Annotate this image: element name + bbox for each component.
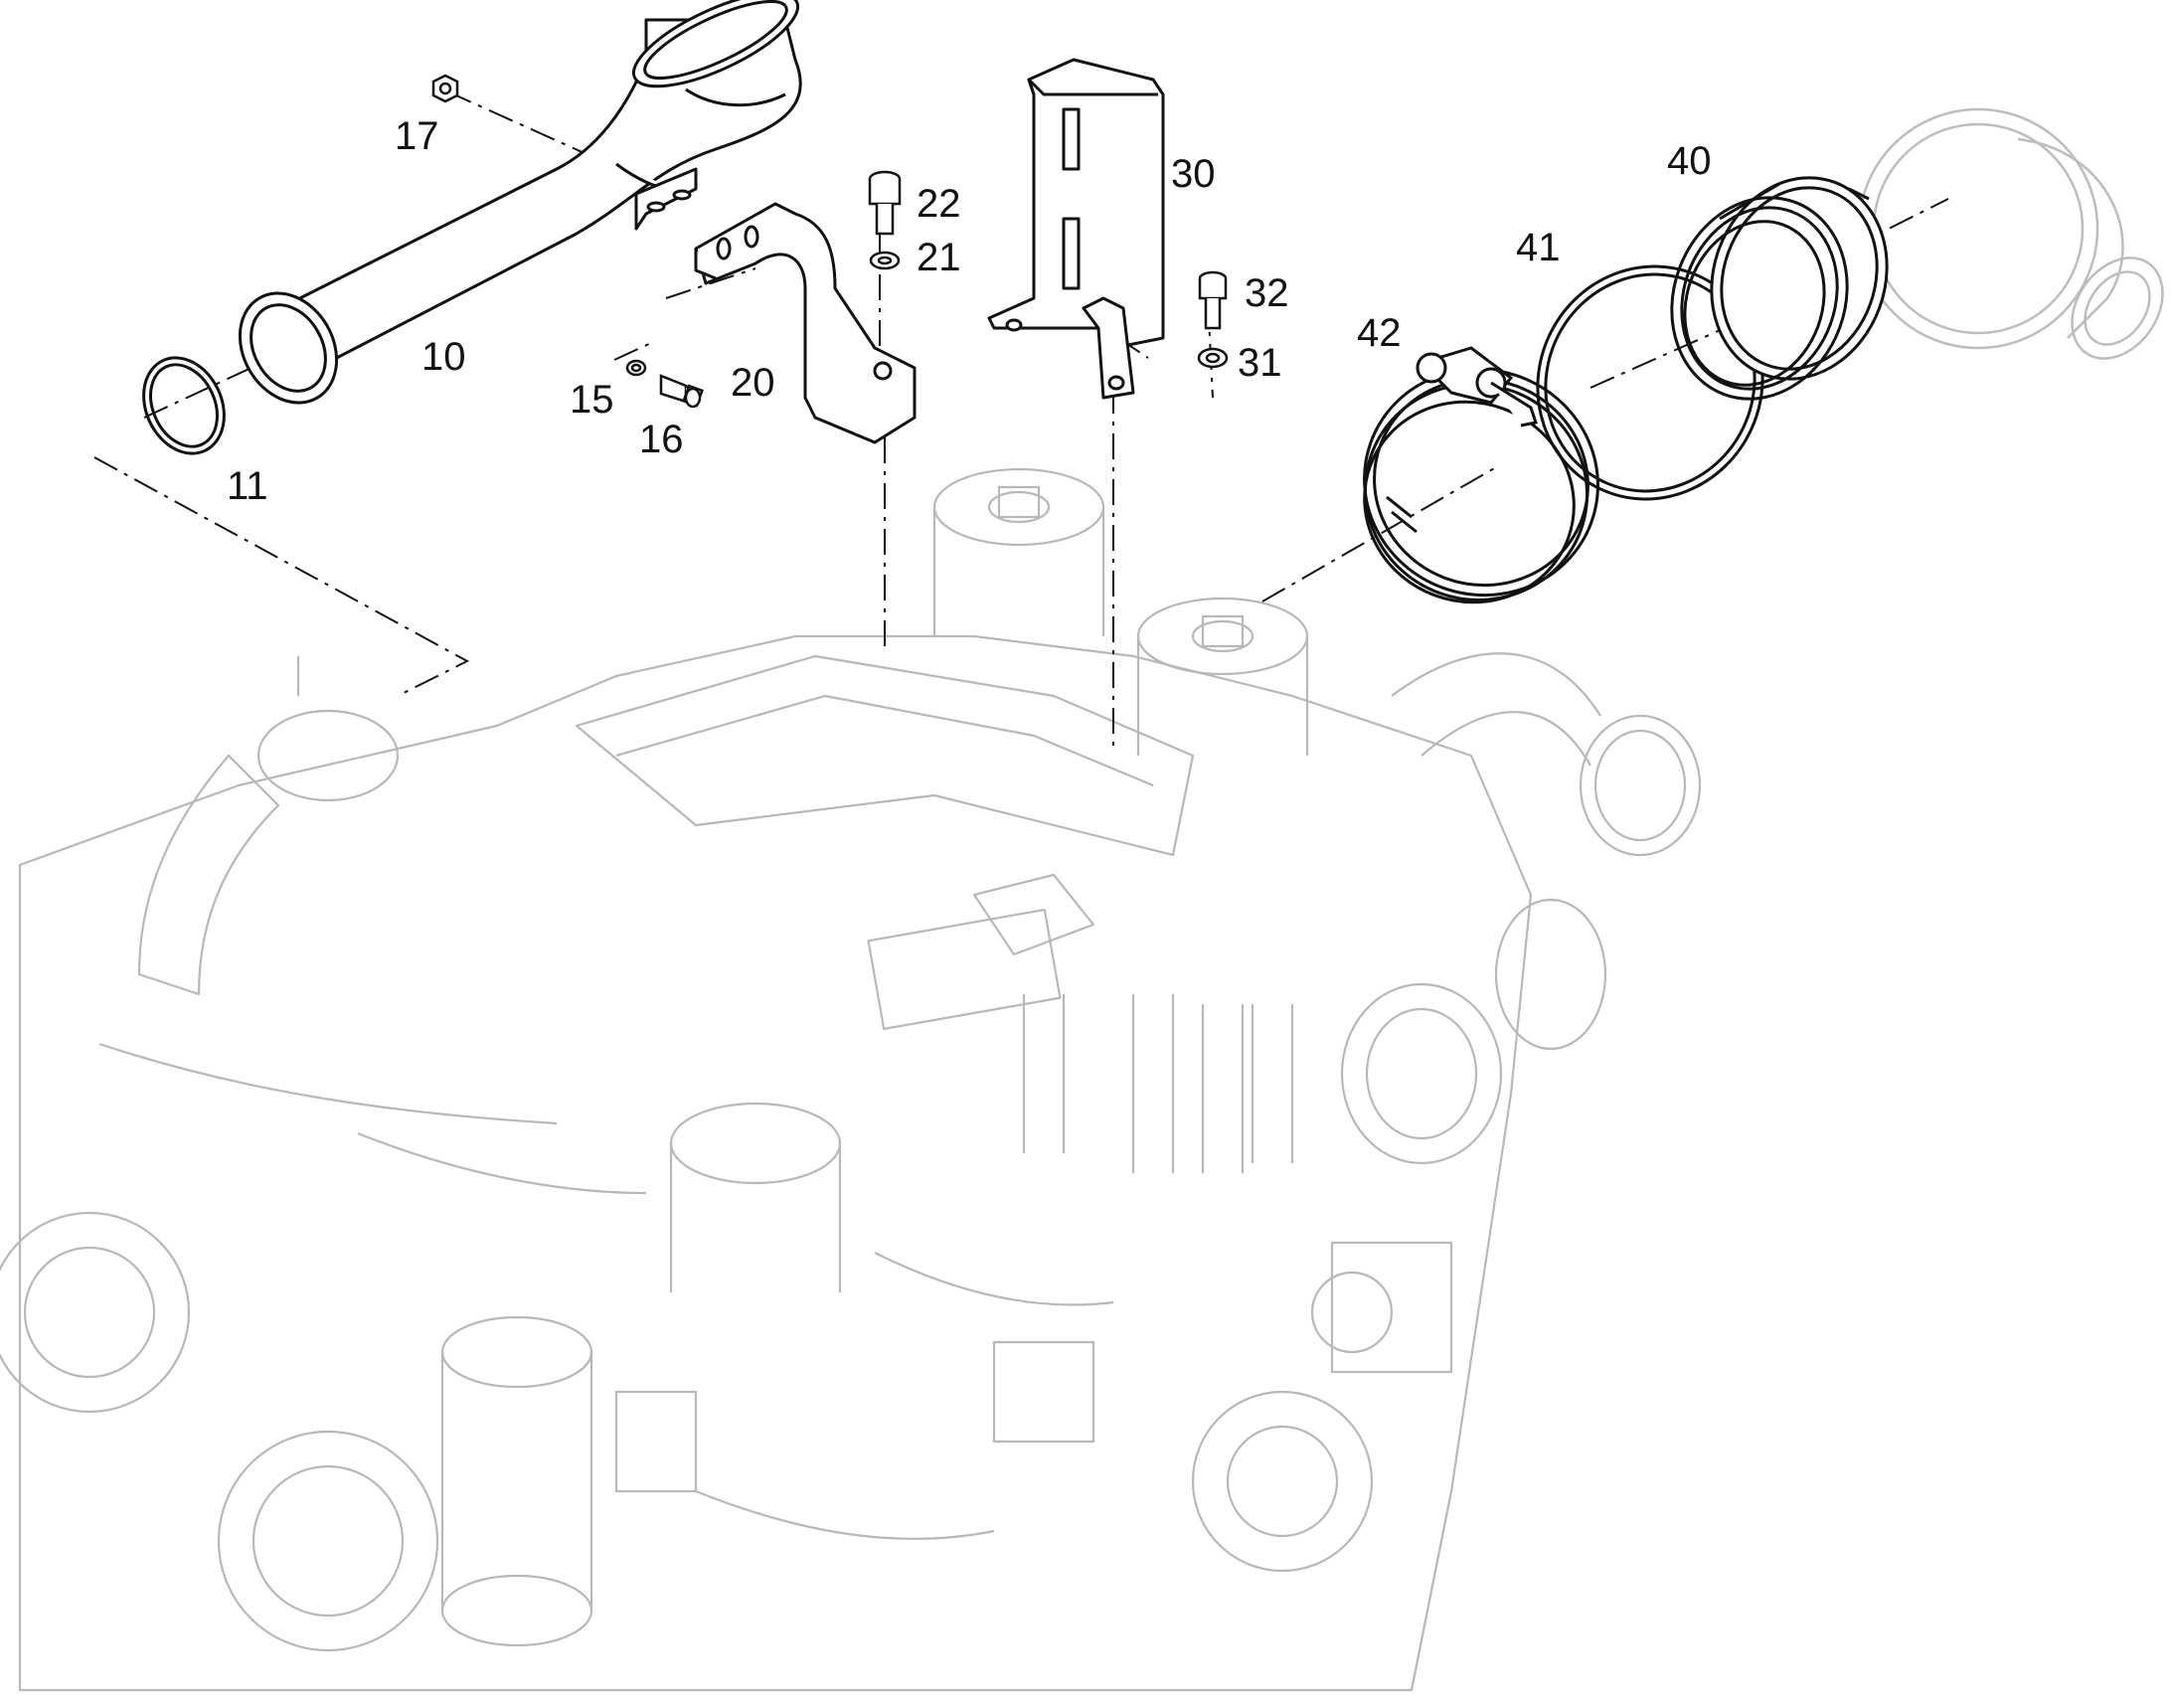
washer-left: [625, 359, 647, 377]
nut: [431, 74, 459, 103]
engine-assembly: [0, 467, 1702, 1692]
callout-31: 31: [1238, 341, 1282, 385]
air-intake-elbow: [1857, 107, 2164, 360]
washer-right: [1197, 347, 1229, 369]
v-band-clamp: [1363, 346, 1599, 604]
callout-10: 10: [421, 335, 466, 379]
bolt-right: [1198, 270, 1228, 330]
bolt-top: [868, 170, 902, 236]
washer-top: [869, 251, 901, 270]
flange-adapter: [1670, 176, 1889, 401]
callout-11: 11: [227, 464, 268, 508]
callout-16: 16: [639, 418, 684, 461]
callout-22: 22: [917, 182, 961, 226]
callout-41: 41: [1516, 226, 1561, 269]
callout-20: 20: [731, 361, 775, 405]
o-ring: [142, 356, 226, 455]
callout-15: 15: [570, 378, 614, 422]
callout-32: 32: [1245, 271, 1289, 315]
callout-17: 17: [395, 114, 439, 158]
support-bracket: [987, 58, 1165, 400]
air-pipe: [238, 0, 802, 405]
callout-30: 30: [1171, 152, 1216, 196]
callout-40: 40: [1667, 139, 1712, 183]
bracket: [694, 202, 917, 444]
callout-42: 42: [1357, 311, 1402, 355]
bolt-left: [659, 374, 704, 409]
assembly-lines: [93, 90, 1949, 746]
callout-21: 21: [917, 236, 961, 279]
sealing-ring: [1536, 264, 1764, 501]
callout-labels: 10 11 15 16 17 20 21 22 30 31 32 40 41 4…: [227, 114, 1712, 508]
